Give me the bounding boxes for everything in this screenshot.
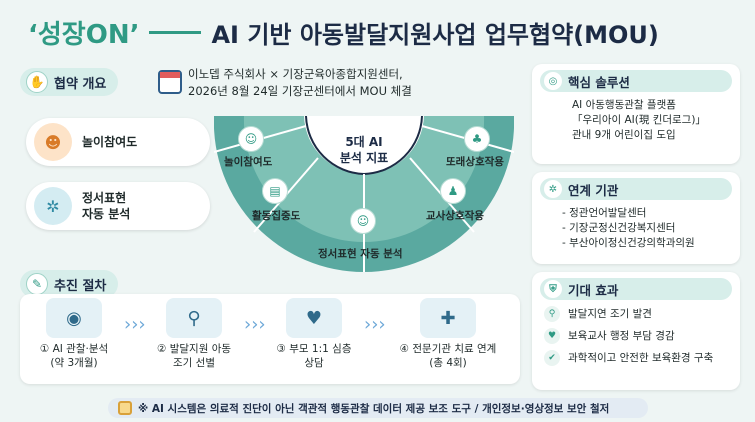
counseling-icon: ♥	[286, 298, 342, 338]
search-icon: ⚲	[544, 306, 560, 322]
arc-segment-teacher: 교사상호작용	[426, 210, 484, 222]
child-play-icon: ☻	[34, 123, 72, 161]
partners-label: 연계 기관	[568, 182, 619, 198]
chevron-right-icon: ›››	[244, 314, 266, 335]
lock-icon	[118, 401, 132, 415]
footer-text: ※ AI 시스템은 의료적 진단이 아닌 객관적 행동관찰 데이터 제공 보조 …	[138, 402, 610, 415]
network-icon: ✲	[34, 187, 72, 225]
list-item: - 기장군정신건강복지센터	[562, 222, 676, 234]
handshake-icon: ✋	[26, 71, 48, 93]
agreement-line-2: 2026년 8월 24일 기장군센터에서 MOU 체결	[188, 84, 412, 98]
indicator-label: 놀이참여도	[82, 135, 138, 149]
arc-segment-play: 놀이참여도	[224, 156, 273, 168]
list-item: ♥ 보육교사 행정 부담 경감	[544, 328, 728, 344]
shield-check-icon: ✔	[544, 350, 560, 366]
network-icon: ✲	[544, 180, 562, 198]
footer-note: ※ AI 시스템은 의료적 진단이 아닌 객관적 행동관찰 데이터 제공 보조 …	[108, 398, 648, 418]
effects-header: ⛨ 기대 효과	[540, 278, 732, 300]
process-step: ✚ ④ 전문기관 치료 연계(총 4회)	[386, 298, 510, 370]
title-bar: ‘성장ON’ AI 기반 아동발달지원사업 업무협약(MOU)	[28, 10, 728, 54]
clipboard-icon: ✎	[26, 273, 48, 295]
arc-segment-emotion: 정서표현 자동 분석	[318, 248, 403, 260]
indicator-card-emotion: ✲ 정서표현 자동 분석	[26, 182, 210, 230]
partners-list: - 정관언어발달센터 - 기장군정신건강복지센터 - 부산아이정신건강의학과의원	[532, 200, 740, 257]
list-item: - 정관언어발달센터	[562, 207, 647, 219]
indicator-label: 정서표현 자동 분석	[82, 191, 131, 221]
hand-heart-icon: ♥	[544, 328, 560, 344]
process-label: 추진 절차	[54, 278, 107, 294]
agreement-line-1: 이노뎁 주식회사 × 기장군육아종합지원센터,	[188, 67, 403, 81]
list-item: ⚲ 발달지연 조기 발견	[544, 306, 728, 322]
effects-label: 기대 효과	[568, 282, 619, 298]
page-title: AI 기반 아동발달지원사업 업무협약(MOU)	[211, 20, 659, 49]
magnifier-icon: ⚲	[166, 298, 222, 338]
arc-center-title: 5대 AI 분석 지표	[339, 135, 389, 165]
overview-section: ✋ 협약 개요	[20, 68, 119, 96]
solution-header: ◎ 핵심 솔루션	[540, 70, 732, 92]
list-item: - 부산아이정신건강의학과의원	[562, 237, 695, 249]
process-pill: ✎ 추진 절차	[20, 270, 119, 298]
book-icon: ▤	[262, 178, 288, 204]
play-icon: ☺	[238, 126, 264, 152]
title-divider	[149, 30, 202, 34]
shield-icon: ⛨	[544, 280, 562, 298]
agreement-info: 이노뎁 주식회사 × 기장군육아종합지원센터, 2026년 8월 24일 기장군…	[158, 66, 412, 100]
chevron-right-icon: ›››	[124, 314, 146, 335]
ai-camera-icon: ◎	[544, 72, 562, 90]
overview-pill: ✋ 협약 개요	[20, 68, 119, 96]
overview-label: 협약 개요	[54, 76, 107, 92]
process-section: ✎ 추진 절차	[20, 270, 119, 298]
emotion-face-icon: ☺	[350, 208, 376, 234]
solution-card: ◎ 핵심 솔루션 AI 아동행동관찰 플랫폼 「우리아이 AI(現 킨더로그)」…	[532, 64, 740, 164]
process-step: ◉ ① AI 관찰·분석(약 3개월)	[26, 298, 122, 370]
solution-label: 핵심 솔루션	[568, 74, 630, 90]
peer-icon: ♣	[464, 126, 490, 152]
arc-segment-focus: 활동집중도	[252, 210, 301, 222]
indicator-card-play: ☻ 놀이참여도	[26, 118, 210, 166]
arc-segment-peer: 또래상호작용	[446, 156, 504, 168]
arc-shape	[214, 115, 514, 272]
solution-body: AI 아동행동관찰 플랫폼 「우리아이 AI(現 킨더로그)」 관내 9개 어린…	[572, 99, 706, 141]
hospital-icon: ✚	[420, 298, 476, 338]
chevron-right-icon: ›››	[364, 314, 386, 335]
effects-list: ⚲ 발달지연 조기 발견 ♥ 보육교사 행정 부담 경감 ✔ 과학적이고 안전한…	[532, 300, 740, 378]
partners-card: ✲ 연계 기관 - 정관언어발달센터 - 기장군정신건강복지센터 - 부산아이정…	[532, 172, 740, 264]
agreement-text: 이노뎁 주식회사 × 기장군육아종합지원센터, 2026년 8월 24일 기장군…	[188, 66, 412, 100]
effects-card: ⛨ 기대 효과 ⚲ 발달지연 조기 발견 ♥ 보육교사 행정 부담 경감 ✔ 과…	[532, 272, 740, 390]
partners-header: ✲ 연계 기관	[540, 178, 732, 200]
calendar-icon	[158, 70, 182, 94]
analysis-arc: 5대 AI 분석 지표 ☺ 놀이참여도 ▤ 활동집중도 ☺ 정서표현 자동 분석…	[214, 112, 514, 276]
teacher-icon: ♟	[440, 178, 466, 204]
list-item: ✔ 과학적이고 안전한 보육환경 구축	[544, 350, 728, 366]
title-brand: ‘성장ON’	[28, 19, 140, 50]
camera-icon: ◉	[46, 298, 102, 338]
